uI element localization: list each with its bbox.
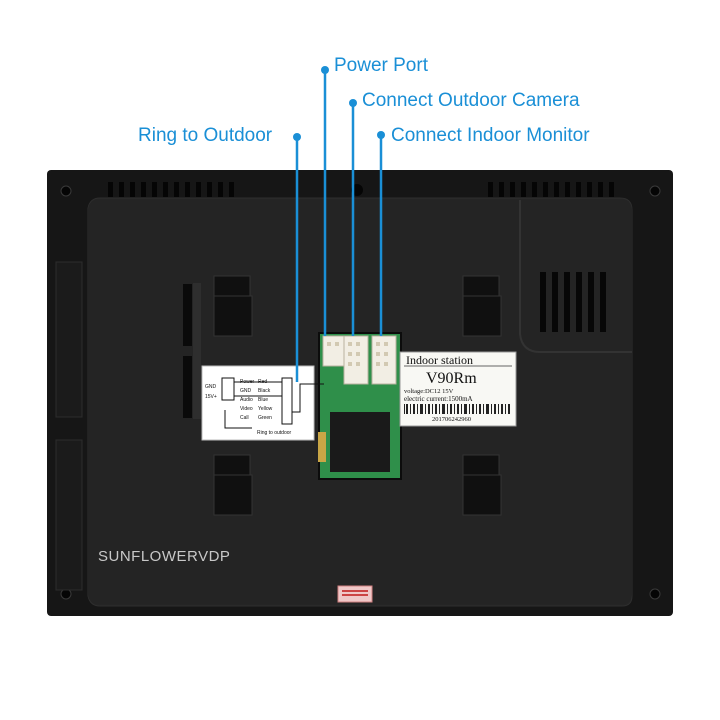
pin-mid-2: Audio (240, 397, 253, 403)
panel-step (519, 200, 632, 353)
label-voltage: voltage:DC12 15V (404, 388, 454, 395)
callout-ring-to-outdoor: Ring to Outdoor (138, 125, 273, 146)
vent-right-grille (540, 272, 606, 332)
pcb-chip (330, 412, 390, 472)
wiring-card (201, 365, 315, 441)
pin-left-1: 15V+ (205, 394, 217, 400)
vent-top-right (488, 182, 614, 197)
label-title: Indoor station (406, 353, 473, 367)
wire-color-2: Blue (258, 397, 268, 403)
vent-top-left (108, 182, 234, 197)
wire-color-0: Red (258, 379, 267, 385)
screw-icon (60, 185, 661, 600)
callout-lines (293, 66, 385, 382)
label-model: V90Rm (426, 370, 477, 387)
label-serial: 201706242960 (432, 416, 471, 423)
callout-connect-indoor-monitor: Connect Indoor Monitor (391, 125, 590, 146)
connector-icon (322, 335, 397, 385)
pin-mid-1: GND (240, 388, 252, 394)
wire-color-4: Green (258, 415, 272, 421)
mounting-slot (213, 275, 502, 516)
side-ridge-upper (55, 261, 83, 418)
vent-left-vertical (183, 284, 192, 418)
pin-mid-3: Video (240, 406, 253, 412)
side-ridge-lower (55, 439, 83, 591)
pin-left-0: GND (205, 384, 217, 390)
brand-logo-text: SUNFLOWERVDP (98, 548, 231, 565)
pcb-pins (318, 432, 326, 462)
slot-rail (193, 283, 201, 419)
pin-mid-0: Power (240, 379, 255, 385)
pin-mid-4: Call (240, 415, 249, 421)
wire-color-3: Yellow (258, 406, 273, 412)
label-current: electric current:1500mA (404, 395, 473, 403)
wiring-caption: Ring to outdoor (257, 430, 292, 436)
wire-color-1: Black (258, 388, 271, 394)
callout-power-port: Power Port (334, 55, 428, 76)
callout-connect-outdoor-camera: Connect Outdoor Camera (362, 90, 580, 111)
